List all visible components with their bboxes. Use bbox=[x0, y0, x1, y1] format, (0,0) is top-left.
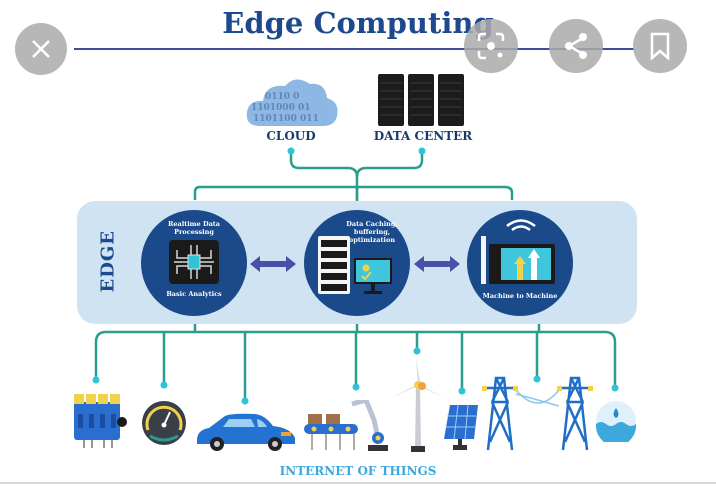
infographic-title: Edge Computing bbox=[222, 6, 494, 40]
connector-dot bbox=[241, 397, 249, 405]
edge-node-machine-to-machine: Machine to Machine bbox=[467, 210, 573, 316]
connector-dot bbox=[160, 381, 168, 389]
edge-node-data-caching: Data Caching, buffering, optimization bbox=[304, 210, 410, 316]
cloud-label: CLOUD bbox=[266, 129, 316, 143]
cloud-binary-line: 1101000 01 bbox=[251, 103, 311, 113]
bookmark-icon bbox=[650, 32, 670, 60]
bidirectional-arrow-icon bbox=[414, 256, 460, 272]
edge-node-realtime-processing: Realtime Data Processing Basic Analytics bbox=[141, 210, 247, 316]
lens-button[interactable] bbox=[464, 19, 518, 73]
server-racks-icon bbox=[378, 74, 464, 126]
node-bottom-text: Machine to Machine bbox=[482, 292, 558, 300]
cloud-binary-line: 1101100 011 bbox=[253, 114, 319, 124]
connector-dot bbox=[92, 376, 100, 384]
chip-icon bbox=[169, 240, 219, 284]
lens-icon bbox=[477, 32, 505, 60]
title-underline bbox=[74, 48, 634, 50]
cloud-binary-line: 0110 0 bbox=[265, 92, 299, 102]
connector-edge-top bbox=[193, 185, 514, 200]
node-bottom-text: Basic Analytics bbox=[166, 290, 222, 298]
connector-datacenter bbox=[355, 150, 424, 178]
power-pylons-icon bbox=[482, 376, 593, 451]
gauge-icon bbox=[142, 401, 186, 445]
bottom-divider bbox=[0, 482, 716, 484]
connector-dot bbox=[533, 375, 541, 383]
server-icon bbox=[318, 236, 350, 294]
node-top-text: Data Caching, buffering, optimization bbox=[346, 220, 398, 244]
connector-dot bbox=[413, 347, 421, 355]
tablet-icon bbox=[481, 236, 555, 284]
connector-dot bbox=[458, 387, 466, 395]
car-icon bbox=[197, 413, 295, 451]
water-icon bbox=[596, 401, 636, 442]
edge-label: EDGE bbox=[97, 230, 119, 293]
cloud-icon: 0110 0 1101000 01 1101100 011 bbox=[246, 79, 338, 126]
connector-dot bbox=[611, 384, 619, 392]
wind-turbine-icon bbox=[391, 358, 445, 452]
close-icon bbox=[32, 40, 50, 58]
node-top-text: Realtime Data Processing bbox=[167, 220, 221, 236]
connector-dot bbox=[352, 383, 360, 391]
share-button[interactable] bbox=[549, 19, 603, 73]
connector-dot bbox=[287, 147, 295, 155]
assembly-line-icon bbox=[304, 400, 388, 451]
bidirectional-arrow-icon bbox=[250, 256, 296, 272]
connector-dot bbox=[418, 147, 426, 155]
monitor-icon bbox=[354, 258, 392, 294]
data-center-label: DATA CENTER bbox=[373, 129, 473, 143]
iot-label: INTERNET OF THINGS bbox=[279, 464, 437, 478]
wifi-icon bbox=[506, 219, 536, 232]
share-icon bbox=[565, 33, 587, 59]
close-button[interactable] bbox=[15, 23, 67, 75]
engine-icon bbox=[74, 394, 127, 448]
connector-cloud bbox=[289, 150, 359, 200]
bookmark-button[interactable] bbox=[633, 19, 687, 73]
solar-panel-icon bbox=[444, 405, 478, 450]
